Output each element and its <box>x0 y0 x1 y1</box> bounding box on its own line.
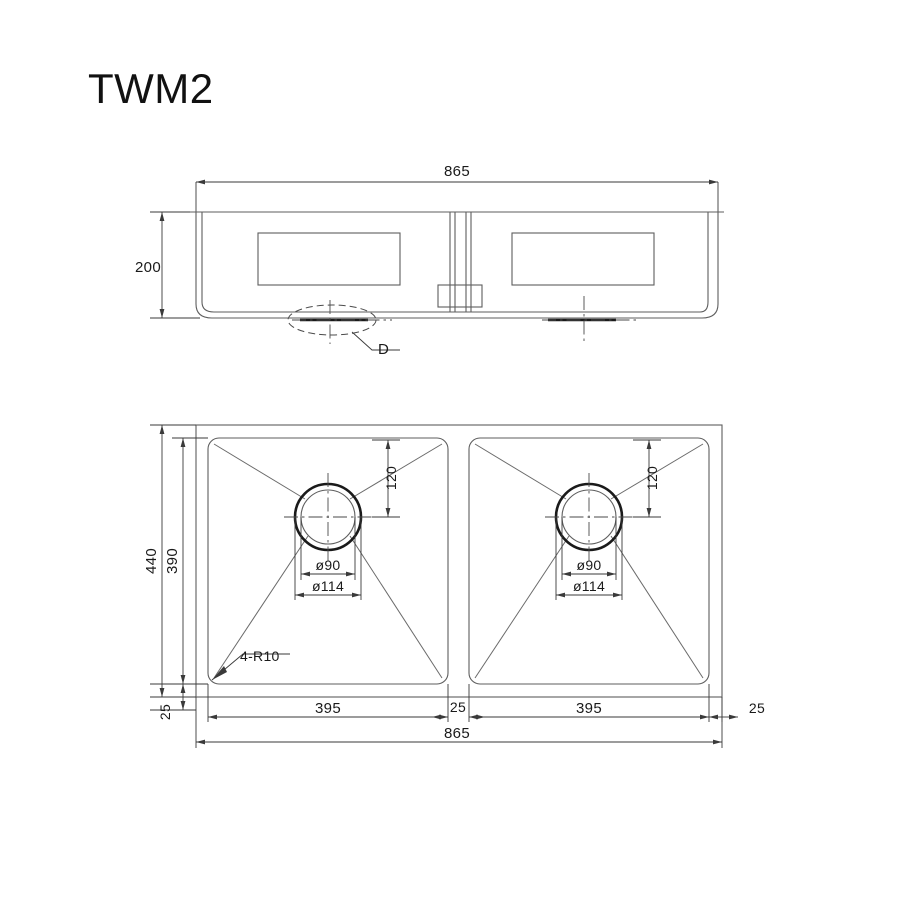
plan-right-rim-label: 25 <box>749 700 765 716</box>
plan-right-drain-outer-dimension: ø114 <box>555 517 623 600</box>
plan-left-bowl: 120 ø90 ø114 <box>213 439 443 679</box>
elevation-center-divider <box>437 212 483 312</box>
plan-right-drain-inner-dimension: ø90 <box>561 517 617 580</box>
elevation-width-label: 865 <box>444 163 470 180</box>
plan-right-bowl-outline <box>468 437 710 685</box>
plan-left-drain-inner-label: ø90 <box>315 557 340 573</box>
plan-depth-label: 440 <box>143 548 160 574</box>
plan-right-rim-dimension: 25 <box>709 700 765 720</box>
plan-left-bowl-outline <box>207 437 449 685</box>
plan-left-bowl-width-label: 395 <box>315 700 341 717</box>
plan-depth-dimension: 440 <box>143 424 196 698</box>
detail-callout-d: D <box>287 304 400 358</box>
plan-left-drain-offset-dimension: 120 <box>372 439 400 518</box>
plan-width-label: 865 <box>444 725 470 742</box>
detail-callout-d-label: D <box>378 341 389 358</box>
plan-right-drain-inner-label: ø90 <box>576 557 601 573</box>
elevation-inner-shell <box>201 212 709 313</box>
elevation-left-waste-centerline <box>292 300 392 344</box>
plan-divider-width-dimension: 25 <box>432 699 485 720</box>
plan-outer-rim <box>195 424 723 698</box>
plan-divider-width-label: 25 <box>450 699 466 715</box>
plan-right-drain-offset-label: 120 <box>644 466 660 490</box>
plan-width-dimension: 865 <box>196 725 722 745</box>
elevation-right-panel <box>511 232 655 286</box>
plan-left-drain-outer-dimension: ø114 <box>294 517 362 600</box>
elevation-left-panel <box>257 232 401 286</box>
plan-bowl-depth-label: 390 <box>164 548 181 574</box>
plan-right-drain-outer-label: ø114 <box>573 578 605 594</box>
plan-bottom-rim-dimension: 25 <box>150 683 208 720</box>
plan-left-drain-outer-label: ø114 <box>312 578 344 594</box>
plan-right-drain-offset-dimension: 120 <box>633 439 661 518</box>
corner-radius-label: 4-R10 <box>240 648 280 664</box>
corner-radius-note: 4-R10 <box>211 648 290 681</box>
plan-left-drain-offset-label: 120 <box>383 466 399 490</box>
elevation-right-waste-centerline <box>542 296 636 342</box>
plan-view: 120 ø90 ø114 <box>143 424 765 748</box>
elevation-height-dimension: 200 <box>135 211 200 319</box>
elevation-height-label: 200 <box>135 259 161 276</box>
elevation-outer-shell <box>195 212 719 319</box>
page-title: TWM2 <box>88 65 214 112</box>
elevation-width-dimension: 865 <box>195 163 719 212</box>
plan-left-bowl-width-dimension: 395 <box>208 700 448 720</box>
plan-right-bowl-width-dimension: 395 <box>469 700 709 720</box>
plan-bowl-depth-dimension: 390 <box>164 437 208 685</box>
elevation-view: 865 200 <box>135 163 724 358</box>
plan-right-bowl-width-label: 395 <box>576 700 602 717</box>
plan-right-bowl: 120 ø90 ø114 <box>474 439 704 679</box>
plan-left-drain-inner-dimension: ø90 <box>300 517 356 580</box>
plan-bottom-rim-label: 25 <box>157 704 173 720</box>
